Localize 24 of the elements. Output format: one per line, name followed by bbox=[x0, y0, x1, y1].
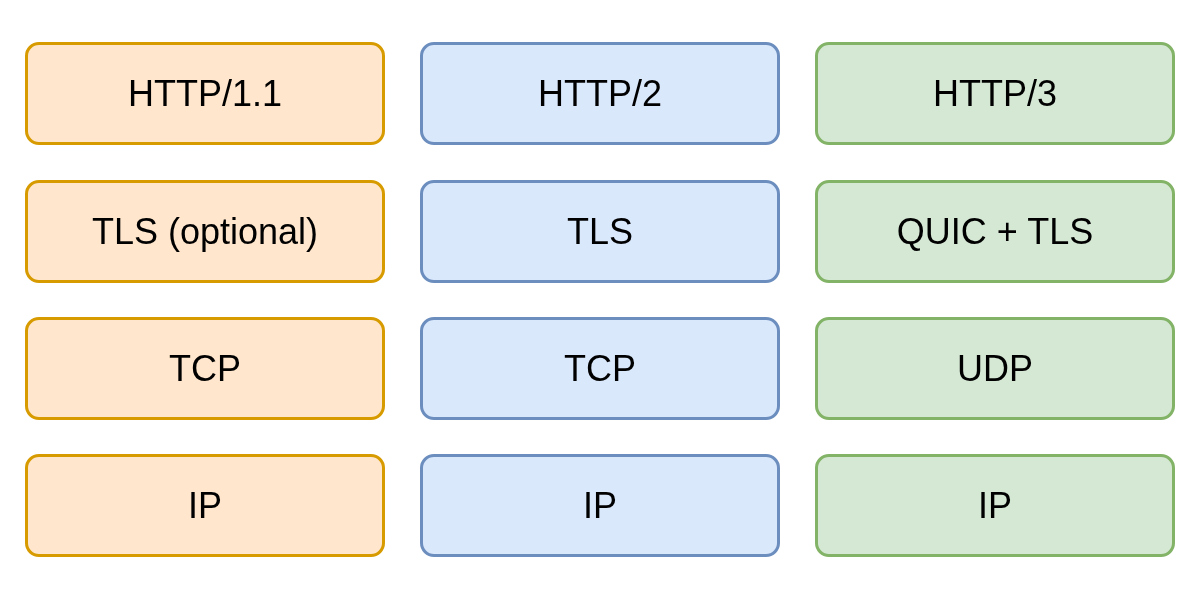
layer-label: UDP bbox=[957, 347, 1033, 390]
layer-label: TLS bbox=[567, 210, 633, 253]
layer-label: TCP bbox=[169, 347, 241, 390]
layer-box bbox=[420, 317, 780, 420]
layer-box bbox=[815, 454, 1175, 557]
layer-label: HTTP/2 bbox=[538, 72, 662, 115]
layer-label: TLS (optional) bbox=[91, 210, 319, 253]
layer-box bbox=[25, 180, 385, 283]
layer-box bbox=[420, 180, 780, 283]
layer-box bbox=[420, 454, 780, 557]
layer-label: QUIC + TLS bbox=[896, 210, 1094, 253]
layer-box bbox=[815, 42, 1175, 145]
layer-box bbox=[420, 42, 780, 145]
layer-label: HTTP/1.1 bbox=[127, 72, 282, 115]
layer-label: HTTP/3 bbox=[933, 72, 1057, 115]
layer-box bbox=[25, 454, 385, 557]
layer-box bbox=[25, 42, 385, 145]
layer-box bbox=[25, 317, 385, 420]
layer-label: IP bbox=[188, 484, 222, 527]
layer-label: TCP bbox=[564, 347, 636, 390]
layer-label: IP bbox=[583, 484, 617, 527]
layer-box bbox=[815, 317, 1175, 420]
layer-label: IP bbox=[978, 484, 1012, 527]
layer-box bbox=[815, 180, 1175, 283]
